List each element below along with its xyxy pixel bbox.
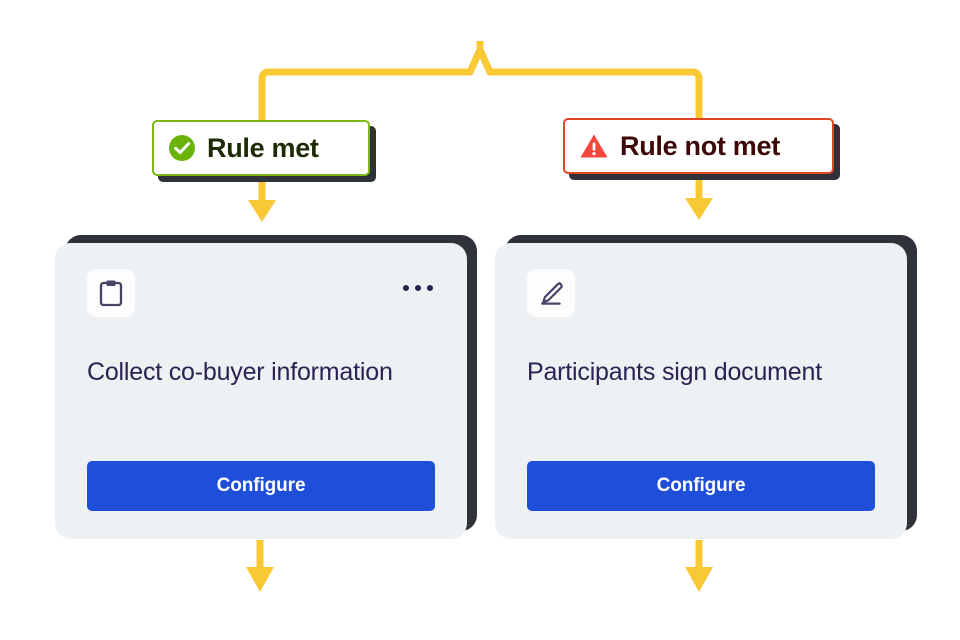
arrow-badge-to-card-right — [685, 174, 713, 220]
badge-rule-met[interactable]: Rule met — [152, 120, 370, 176]
warning-triangle-icon — [579, 132, 609, 160]
clipboard-icon — [87, 269, 135, 317]
badge-rule-not-met-label: Rule not met — [620, 130, 780, 161]
card-header — [87, 269, 435, 317]
configure-button[interactable]: Configure — [87, 461, 435, 511]
card-participants-sign-document[interactable]: Participants sign document Configure — [495, 243, 907, 539]
arrow-card-to-next-right — [685, 540, 713, 592]
connector-split-right — [476, 48, 703, 118]
check-circle-icon — [168, 134, 196, 162]
connector-split-left — [258, 48, 484, 120]
card-title: Collect co-buyer information — [87, 358, 393, 386]
arrow-card-to-next-left — [246, 540, 274, 592]
configure-button[interactable]: Configure — [527, 461, 875, 511]
card-header — [527, 269, 875, 317]
card-collect-cobuyer-information[interactable]: Collect co-buyer information Configure — [55, 243, 467, 539]
arrow-badge-to-card-left — [248, 176, 276, 222]
pen-signature-icon — [527, 269, 575, 317]
badge-rule-met-label: Rule met — [207, 132, 319, 163]
badge-rule-not-met[interactable]: Rule not met — [563, 118, 834, 174]
kebab-menu-icon[interactable] — [403, 285, 433, 291]
card-title: Participants sign document — [527, 358, 822, 386]
